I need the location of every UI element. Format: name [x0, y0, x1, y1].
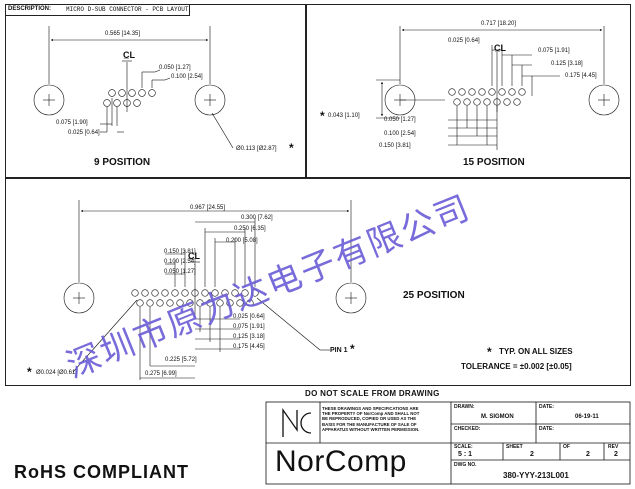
- dim-9-100: 0.100 [2.54]: [171, 74, 203, 80]
- drawn-value: M. SIGMON: [481, 414, 514, 420]
- panel-9-position: [5, 4, 306, 178]
- panel-25-position: [5, 178, 631, 386]
- scale-value: 5 : 1: [458, 451, 473, 458]
- company-name: NorComp: [275, 445, 407, 478]
- dim-25-050: 0.050 [1.27]: [164, 269, 196, 275]
- dim-15-100: 0.100 [2.54]: [384, 131, 416, 137]
- of-value: 2: [586, 451, 590, 458]
- title-9-position: 9 POSITION: [94, 157, 151, 168]
- centerline-25: C̲L: [188, 251, 200, 261]
- dim-25-175: 0.175 [4.45]: [233, 344, 265, 350]
- typ-star-15: *: [320, 109, 325, 123]
- dim-25-150: 0.150 [3.81]: [164, 249, 196, 255]
- centerline-15: C̲L: [494, 43, 506, 53]
- dim-15-175: 0.175 [4.45]: [565, 73, 597, 79]
- panel-15-position: [306, 4, 631, 178]
- scale-label: SCALE:: [454, 444, 473, 450]
- tolerance-note: TOLERANCE = ±0.002 [±0.05]: [461, 362, 572, 371]
- mount-hole-right: [194, 84, 226, 116]
- dim-15-050: 0.050 [1.27]: [384, 117, 416, 123]
- typ-star-25: *: [27, 365, 32, 379]
- dwg-no-label: DWG NO.: [454, 462, 477, 468]
- dim-9-075: 0.075 [1.90]: [56, 120, 88, 126]
- typ-star-note: *: [487, 345, 492, 359]
- dim-15-150: 0.150 [3.81]: [379, 143, 411, 149]
- dim-9-025: 0.025 [0.64]: [68, 130, 100, 136]
- dim-25-250: 0.250 [6.35]: [234, 226, 266, 232]
- dim-15-075: 0.075 [1.91]: [538, 48, 570, 54]
- drawn-label: DRAWN:: [454, 404, 475, 410]
- no-scale-note: DO NOT SCALE FROM DRAWING: [305, 389, 440, 398]
- dim-25-125: 0.125 [3.18]: [233, 334, 265, 340]
- pin-1-label: PIN 1: [330, 347, 348, 354]
- mount-hole-left-25: [63, 282, 95, 314]
- sheet-label: SHEET: [506, 444, 523, 450]
- mount-hole-right-25: [335, 282, 367, 314]
- dim-25-100: 0.100 [2.54]: [164, 259, 196, 265]
- dim-25-200: 0.200 [5.08]: [226, 238, 258, 244]
- date-value: 06-19-11: [575, 414, 599, 420]
- checked-date-label: DATE:: [539, 426, 554, 432]
- dim-9-050: 0.050 [1.27]: [159, 65, 191, 71]
- pin-row-25: [131, 289, 259, 307]
- dim-25-275: 0.275 [6.99]: [145, 371, 177, 377]
- norcomp-logo: [282, 407, 312, 437]
- pin-row-15: [448, 88, 526, 106]
- typ-star-9: *: [289, 141, 294, 155]
- dim-15-025: 0.025 [0.64]: [448, 38, 480, 44]
- rohs-compliant: RoHS COMPLIANT: [14, 462, 189, 482]
- centerline-9: C̲L: [123, 50, 135, 60]
- description-value: MICRO D-SUB CONNECTOR - PCB LAYOUT: [66, 6, 189, 13]
- rev-label: REV: [608, 444, 619, 450]
- checked-label: CHECKED:: [454, 426, 481, 432]
- title-25-position: 25 POSITION: [403, 290, 465, 301]
- legal-text: THESE DRAWINGS AND SPECIFICATIONS ARE TH…: [322, 406, 420, 432]
- description-label: DESCRIPTION:: [8, 6, 52, 12]
- dim-25-025: 0.025 [0.64]: [233, 314, 265, 320]
- dim-15-043: 0.043 [1.10]: [328, 113, 360, 119]
- of-label: OF: [563, 444, 570, 450]
- dim-9-overall: 0.565 [14.35]: [105, 31, 141, 37]
- date-label: DATE:: [539, 404, 554, 410]
- sheet-value: 2: [530, 451, 534, 458]
- title-15-position: 15 POSITION: [463, 157, 525, 168]
- dim-25-225: 0.225 [5.72]: [165, 357, 197, 363]
- dim-25-024: Ø0.024 [Ø0.61]: [36, 370, 78, 376]
- dim-15-125: 0.125 [3.18]: [551, 61, 583, 67]
- dim-25-overall: 0.967 [24.55]: [190, 205, 226, 211]
- dim-25-075: 0.075 [1.91]: [233, 324, 265, 330]
- typ-note: TYP. ON ALL SIZES: [499, 347, 573, 356]
- dwg-no-value: 380-YYY-213L001: [503, 471, 569, 480]
- dim-15-overall: 0.717 [18.20]: [481, 21, 517, 27]
- mount-hole-left: [33, 84, 65, 116]
- rev-value: 2: [614, 451, 618, 458]
- dim-9-hole: Ø0.113 [Ø2.87]: [236, 146, 277, 152]
- pin-row-9: [103, 89, 156, 107]
- mount-hole-right-15: [588, 84, 620, 116]
- description-box: [5, 4, 190, 16]
- dim-25-300: 0.300 [7.62]: [241, 215, 273, 221]
- pin-1-star: *: [350, 342, 355, 356]
